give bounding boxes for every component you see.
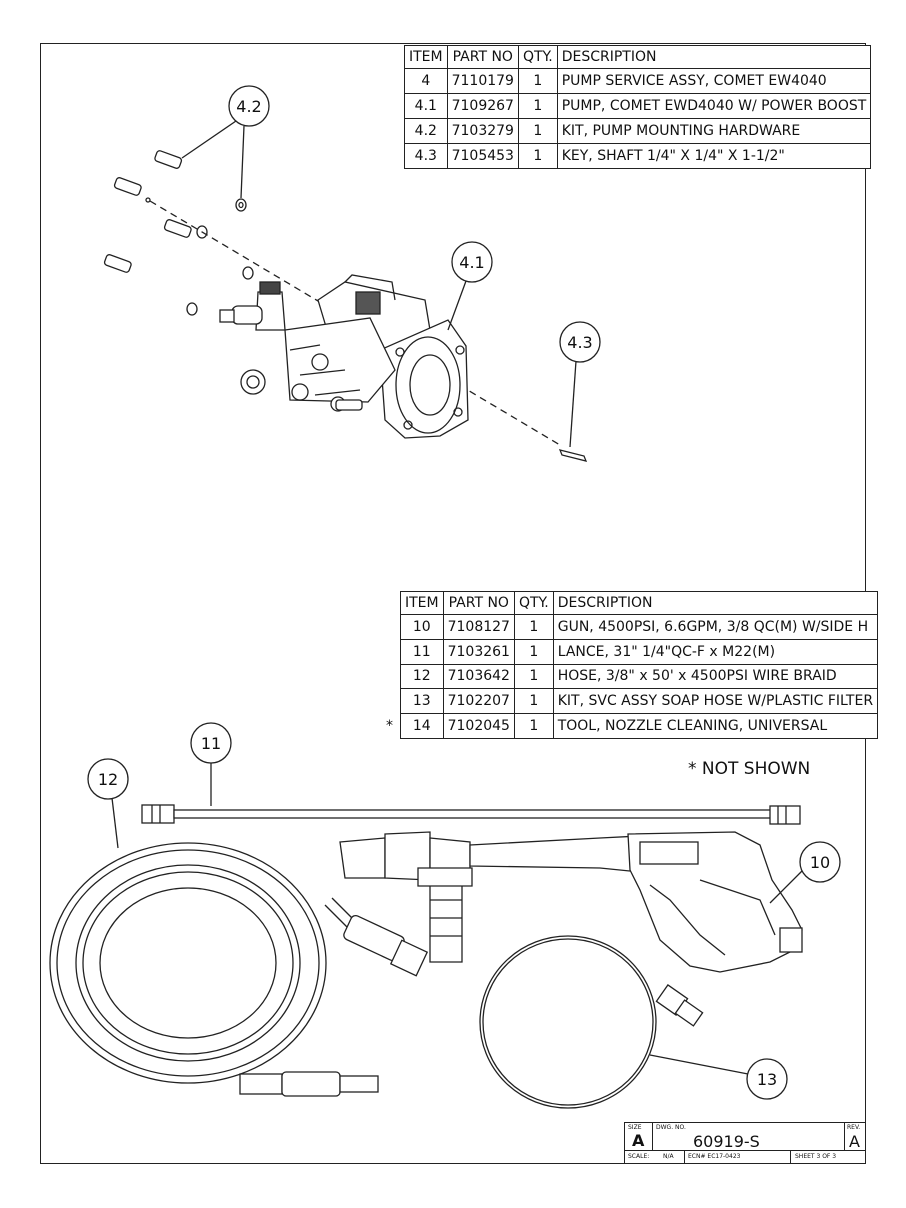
balloon-4-3: 4.3 [559, 321, 601, 448]
table-row: 11 7103261 1 LANCE, 31" 1/4"QC-F x M22(M… [400, 638, 879, 665]
dwg-label: DWG. NO. [656, 1124, 686, 1131]
cell-part-no: 7102045 [442, 713, 515, 739]
cell-qty: 1 [517, 118, 558, 144]
shaft-key-icon [558, 449, 588, 462]
cell-qty: 1 [513, 638, 554, 665]
cell-part-no: 7108127 [442, 614, 515, 640]
table-row: 14 7102045 1 TOOL, NOZZLE CLEANING, UNIV… [400, 713, 879, 739]
cell-item: 14 [400, 713, 444, 739]
soap-hose-icon [479, 935, 704, 1109]
title-block: SIZE A DWG. NO. 60919-S REV. A SCALE: N/… [624, 1122, 866, 1164]
table-row: 4 7110179 1 PUMP SERVICE ASSY, COMET EW4… [404, 68, 872, 94]
cell-qty: 1 [513, 688, 554, 715]
rev-label: REV. [847, 1124, 861, 1131]
table-row: 4.1 7109267 1 PUMP, COMET EWD4040 W/ POW… [404, 93, 872, 119]
balloon-4-1: 4.1 [447, 241, 493, 331]
table-row: 4.2 7103279 1 KIT, PUMP MOUNTING HARDWAR… [404, 118, 872, 144]
col-qty: QTY. [513, 591, 554, 615]
cell-qty: 1 [513, 663, 554, 690]
scale-cell: SCALE: N/A [625, 1151, 685, 1163]
cell-description: HOSE, 3/8" x 50' x 4500PSI WIRE BRAID [552, 663, 879, 690]
svg-text:10: 10 [810, 853, 830, 872]
cell-part-no: 7103261 [442, 638, 515, 665]
balloon-4-2: 4.2 [181, 85, 270, 199]
svg-text:12: 12 [98, 770, 118, 789]
svg-text:4.2: 4.2 [236, 97, 261, 116]
cell-qty: 1 [517, 68, 558, 94]
sheet-value: SHEET 3 OF 3 [795, 1153, 837, 1160]
cell-description: PUMP SERVICE ASSY, COMET EW4040 [556, 68, 872, 94]
table-row: 12 7103642 1 HOSE, 3/8" x 50' x 4500PSI … [400, 663, 879, 690]
cell-item: 4.1 [404, 93, 448, 119]
size-cell: SIZE A [625, 1123, 653, 1151]
cell-description: KEY, SHAFT 1/4" X 1/4" X 1-1/2" [556, 143, 872, 169]
sheet-cell: SHEET 3 OF 3 [791, 1151, 865, 1163]
table-header-row: ITEM PART NO QTY. DESCRIPTION [400, 591, 879, 615]
bom-table-accessories: ITEM PART NO QTY. DESCRIPTION 10 7108127… [400, 591, 879, 739]
balloon-11: 11 [190, 722, 232, 806]
balloon-12: 12 [87, 758, 129, 849]
cell-item: 10 [400, 614, 444, 640]
washer-icon [145, 197, 254, 316]
cell-description: PUMP, COMET EWD4040 W/ POWER BOOST [556, 93, 872, 119]
cell-part-no: 7110179 [446, 68, 519, 94]
cell-description: KIT, PUMP MOUNTING HARDWARE [556, 118, 872, 144]
scale-value: N/A [663, 1153, 674, 1160]
balloon-10: 10 [769, 841, 841, 904]
cell-description: TOOL, NOZZLE CLEANING, UNIVERSAL [552, 713, 879, 739]
cell-part-no: 7103642 [442, 663, 515, 690]
cell-item: 11 [400, 638, 444, 665]
spray-gun-icon [339, 831, 803, 973]
dwg-number: 60919-S [693, 1132, 760, 1151]
ecn-value: ECN# EC17-0423 [688, 1153, 741, 1160]
cell-item: 4.2 [404, 118, 448, 144]
cell-qty: 1 [513, 713, 554, 739]
col-part-no: PART NO [446, 45, 519, 69]
table-row: 10 7108127 1 GUN, 4500PSI, 6.6GPM, 3/8 Q… [400, 614, 879, 640]
cell-qty: 1 [517, 143, 558, 169]
dwg-cell: DWG. NO. 60919-S [653, 1123, 845, 1151]
table-row: 4.3 7105453 1 KEY, SHAFT 1/4" X 1/4" X 1… [404, 143, 872, 169]
ecn-cell: ECN# EC17-0423 [685, 1151, 791, 1163]
not-shown-marker: * [386, 718, 393, 734]
col-item: ITEM [404, 45, 448, 69]
col-qty: QTY. [517, 45, 558, 69]
cell-description: GUN, 4500PSI, 6.6GPM, 3/8 QC(M) W/SIDE H [552, 614, 879, 640]
lance-icon [141, 804, 801, 825]
cell-item: 4 [404, 68, 448, 94]
rev-value: A [849, 1132, 860, 1151]
col-description: DESCRIPTION [556, 45, 872, 69]
bom-table-pump: ITEM PART NO QTY. DESCRIPTION 4 7110179 … [404, 45, 872, 169]
cell-description: LANCE, 31" 1/4"QC-F x M22(M) [552, 638, 879, 665]
scale-label: SCALE: [628, 1153, 650, 1160]
cell-qty: 1 [517, 93, 558, 119]
not-shown-note: * NOT SHOWN [688, 759, 811, 779]
balloon-13: 13 [649, 1054, 788, 1100]
cell-part-no: 7109267 [446, 93, 519, 119]
cell-description: KIT, SVC ASSY SOAP HOSE W/PLASTIC FILTER [552, 688, 879, 715]
col-item: ITEM [400, 591, 444, 615]
col-description: DESCRIPTION [552, 591, 879, 615]
svg-text:4.3: 4.3 [567, 333, 592, 352]
cell-item: 12 [400, 663, 444, 690]
bolt-icon [103, 150, 192, 273]
cell-part-no: 7103279 [446, 118, 519, 144]
cell-part-no: 7102207 [442, 688, 515, 715]
col-part-no: PART NO [442, 591, 515, 615]
cell-qty: 1 [513, 614, 554, 640]
svg-text:11: 11 [201, 734, 221, 753]
size-label: SIZE [628, 1124, 642, 1131]
cell-item: 13 [400, 688, 444, 715]
cell-item: 4.3 [404, 143, 448, 169]
svg-text:13: 13 [757, 1070, 777, 1089]
rev-cell: REV. A [845, 1123, 865, 1151]
table-row: 13 7102207 1 KIT, SVC ASSY SOAP HOSE W/P… [400, 688, 879, 715]
svg-text:4.1: 4.1 [459, 253, 484, 272]
cell-part-no: 7105453 [446, 143, 519, 169]
table-header-row: ITEM PART NO QTY. DESCRIPTION [404, 45, 872, 69]
size-value: A [632, 1131, 645, 1150]
hose-coil-icon [49, 842, 429, 1097]
pump-icon [219, 274, 469, 439]
